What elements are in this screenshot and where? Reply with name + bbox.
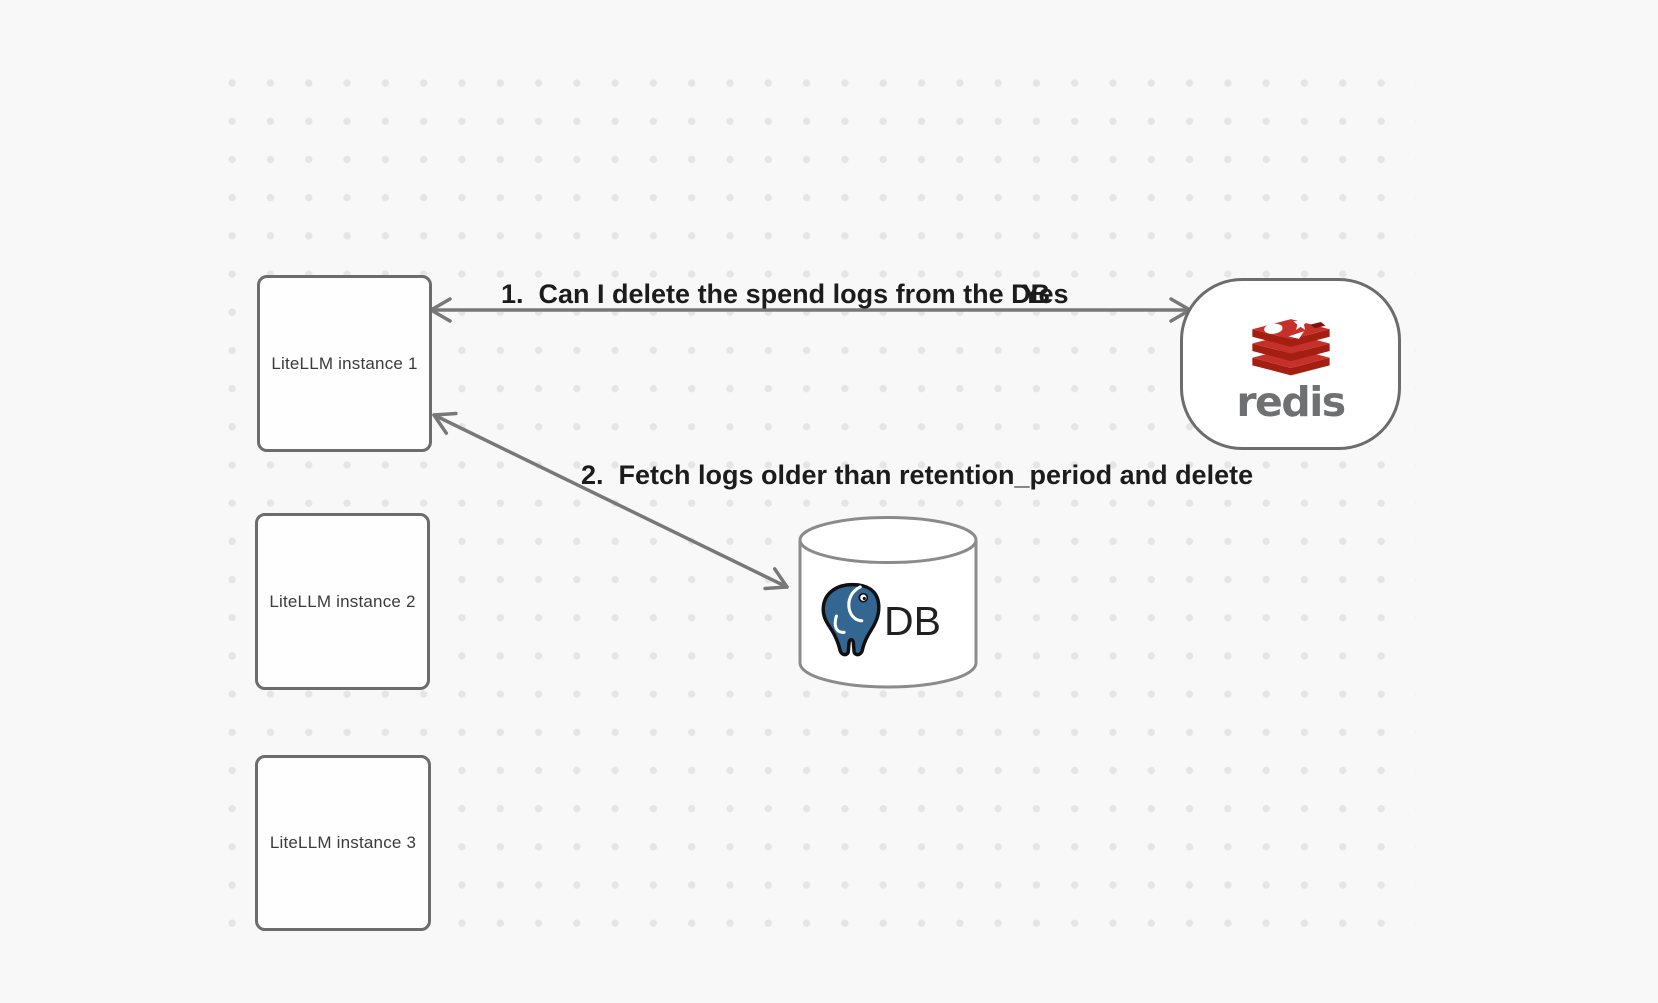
litellm-instance-2-label: LiteLLM instance 2 [269, 591, 416, 611]
litellm-instance-1-node: LiteLLM instance 1 [257, 275, 432, 452]
litellm-instance-3-label: LiteLLM instance 3 [269, 833, 417, 852]
arrow-flow-2 [432, 411, 789, 591]
litellm-instance-2-node: LiteLLM instance 2 [255, 513, 430, 690]
litellm-instance-3-node: LiteLLM instance 3 [255, 755, 431, 931]
flow-2-label: 2. Fetch logs older than retention_perio… [581, 460, 1254, 490]
redis-logo-icon [1251, 315, 1330, 375]
postgresql-elephant-icon [821, 582, 881, 657]
litellm-instance-1-label: LiteLLM instance 1 [271, 353, 418, 373]
redis-node: redis [1180, 278, 1401, 450]
flow-1-response-label: Yes [1022, 279, 1069, 309]
flow-1-label: 1. Can I delete the spend logs from the … [501, 279, 1051, 309]
db-label: DB [884, 598, 941, 644]
redis-wordmark: redis [1236, 377, 1346, 426]
